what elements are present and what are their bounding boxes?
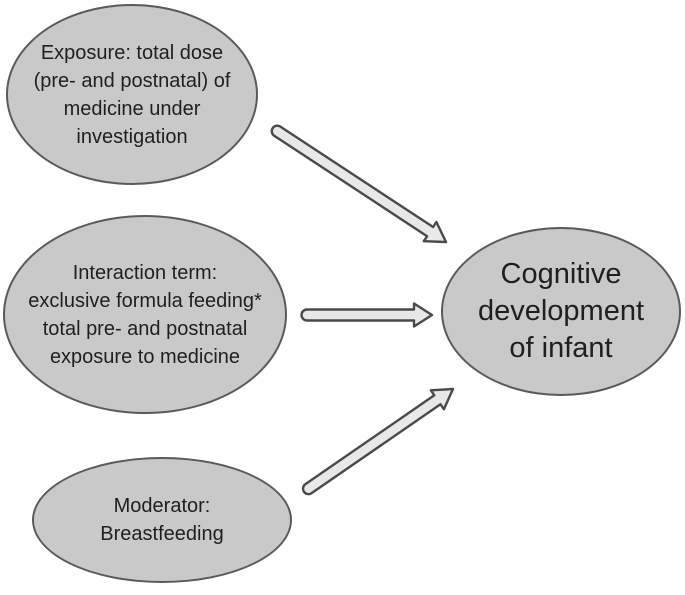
node-exposure: Exposure: total dose (pre- and postnatal…: [6, 4, 258, 185]
node-exposure-label: Exposure: total dose (pre- and postnatal…: [33, 41, 231, 148]
node-outcome-label: Cognitive development of infant: [477, 258, 645, 364]
arrow-interaction-to-outcome-icon: [300, 302, 434, 328]
node-interaction: Interaction term: exclusive formula feed…: [3, 215, 287, 414]
node-moderator: Moderator: Breastfeeding: [32, 457, 292, 583]
node-moderator-label: Moderator: Breastfeeding: [100, 495, 224, 545]
node-interaction-label: Interaction term: exclusive formula feed…: [28, 261, 262, 368]
node-outcome: Cognitive development of infant: [441, 227, 681, 396]
arrow-exposure-to-outcome-icon: [270, 124, 448, 244]
arrow-moderator-to-outcome-icon: [301, 387, 455, 496]
